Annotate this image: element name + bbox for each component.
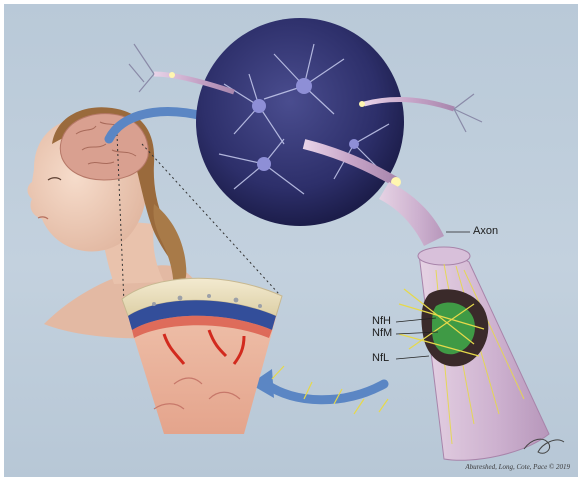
nfl-label: NfL <box>372 353 389 364</box>
axon-label: Axon <box>473 226 498 237</box>
neuron-network-sphere <box>196 18 404 226</box>
axon-tube <box>399 247 549 460</box>
image-credit: Abureshed, Long, Cote, Pace © 2019 <box>465 463 570 471</box>
illustration-frame: Axon NfH NfM NfL Abureshed, Long, Cote, … <box>4 4 578 477</box>
brain-cross-section <box>122 278 282 434</box>
neurofilament-illustration <box>4 4 578 477</box>
nfm-label: NfM <box>372 328 392 339</box>
nfh-label: NfH <box>372 316 391 327</box>
